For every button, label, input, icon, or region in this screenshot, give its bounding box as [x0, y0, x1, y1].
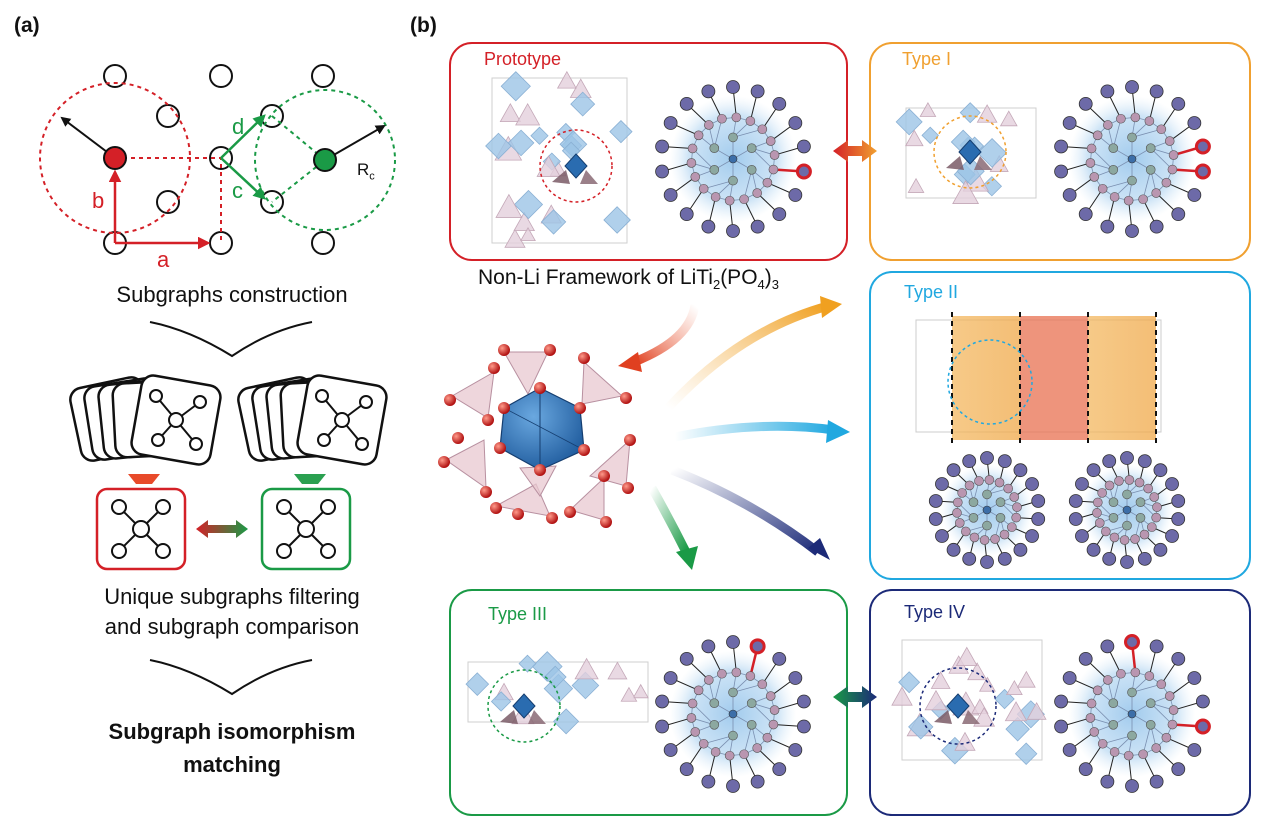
step-filtering-line1: Unique subgraphs filtering [104, 584, 360, 609]
red-center-site [103, 146, 127, 170]
lattice-sites [103, 64, 335, 255]
type2-title: Type II [904, 282, 959, 302]
type2-box [869, 271, 1251, 580]
ti-octahedron [499, 387, 585, 471]
vector-c-arrow [220, 157, 266, 200]
prototype-title: Prototype [484, 49, 562, 69]
red-down-arrow [128, 474, 160, 484]
green-down-arrow [294, 474, 326, 484]
ti-phosphate-cluster [438, 344, 636, 528]
step-isomorphism-line1: Subgraph isomorphism [108, 719, 356, 744]
step-filtering-line2: and subgraph comparison [104, 614, 360, 639]
panel-b-label: (b) [410, 14, 437, 37]
vector-d-arrow [220, 114, 266, 159]
vector-c-label: c [232, 178, 243, 203]
funnel-arrow-1 [149, 321, 313, 358]
card-stack-left [69, 374, 222, 466]
type2-structure [915, 312, 1162, 444]
vector-d-label: d [232, 114, 245, 139]
type4-box [869, 589, 1251, 816]
green-center-site [313, 148, 337, 172]
funnel-arrow-2 [149, 659, 313, 696]
prototype-type1-arrow [833, 140, 877, 162]
framework-caption: Non-Li Framework of LiTi2(PO4)3 [478, 266, 779, 293]
panel-a-label: (a) [14, 14, 40, 37]
panel-a [39, 64, 396, 696]
cutoff-radius-label: Rc [357, 160, 375, 183]
type4-title: Type IV [904, 602, 966, 622]
step-subgraph-construction: Subgraphs construction [116, 282, 348, 307]
green-cutoff-sphere [254, 89, 396, 231]
transform-arrows [618, 296, 850, 570]
vector-a-label: a [157, 247, 170, 272]
type1-title: Type I [902, 49, 952, 69]
step-isomorphism-line2: matching [183, 752, 281, 777]
card-stack-right [237, 374, 388, 466]
prototype-box [449, 42, 848, 261]
type3-title: Type III [488, 604, 548, 624]
vector-b-label: b [92, 188, 105, 213]
compare-double-arrow [196, 520, 248, 538]
type1-box [869, 42, 1251, 261]
type3-type4-arrow [833, 686, 877, 708]
